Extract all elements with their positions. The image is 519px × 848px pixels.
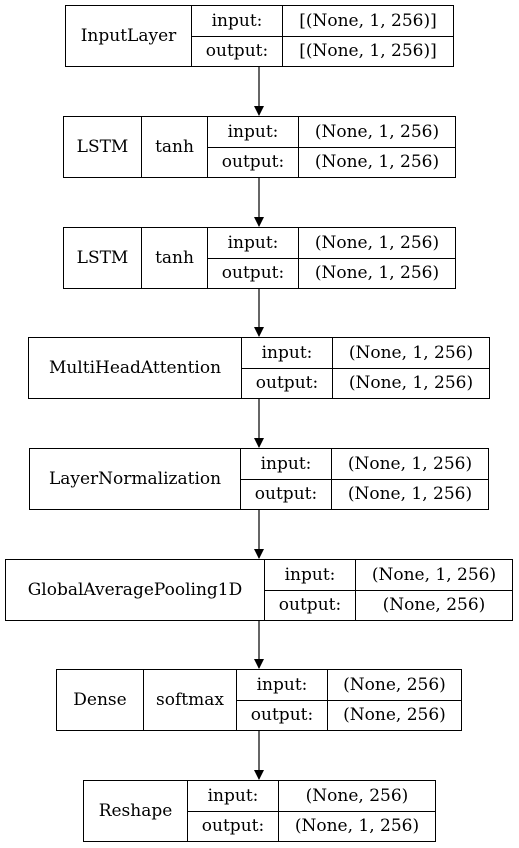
io-values: (None, 1, 256) (None, 1, 256) (299, 117, 455, 177)
output-label: output: (255, 373, 319, 394)
io-values: (None, 1, 256) (None, 1, 256) (299, 228, 455, 288)
io-labels: input: output: (265, 560, 356, 620)
input-shape: [(None, 1, 256)] (283, 6, 453, 37)
input-shape: (None, 256) (279, 781, 435, 812)
output-shape: (None, 1, 256) (347, 484, 473, 505)
io-values: (None, 256) (None, 1, 256) (279, 781, 435, 841)
layer-name: LayerNormalization (30, 449, 241, 509)
io-values: (None, 1, 256) (None, 256) (356, 560, 512, 620)
output-shape: (None, 1, 256) (348, 373, 474, 394)
input-label: input: (208, 228, 298, 259)
io-labels: input: output: (192, 6, 283, 66)
output-label: output: (250, 705, 314, 726)
output-shape: (None, 1, 256) (294, 816, 420, 837)
output-label: output: (221, 263, 285, 284)
layer-name: Dense (57, 670, 144, 730)
layer-name: GlobalAveragePooling1D (6, 560, 265, 620)
output-label: output: (201, 816, 265, 837)
input-shape: (None, 1, 256) (299, 117, 455, 148)
input-shape: (None, 1, 256) (299, 228, 455, 259)
input-shape: (None, 1, 256) (356, 560, 512, 591)
io-values: (None, 1, 256) (None, 1, 256) (332, 449, 488, 509)
output-shape: (None, 1, 256) (314, 263, 440, 284)
output-label: output: (278, 595, 342, 616)
io-labels: input: output: (188, 781, 279, 841)
input-shape: (None, 1, 256) (332, 449, 488, 480)
layer-name: LSTM (64, 117, 142, 177)
input-label: input: (265, 560, 355, 591)
output-shape: (None, 256) (343, 705, 446, 726)
input-label: input: (242, 338, 332, 369)
layer-name: MultiHeadAttention (29, 338, 242, 398)
input-shape: (None, 256) (328, 670, 461, 701)
output-shape: [(None, 1, 256)] (299, 41, 437, 62)
io-labels: input: output: (208, 228, 299, 288)
layer-name: InputLayer (66, 6, 192, 66)
io-labels: input: output: (242, 338, 333, 398)
layer-name: LSTM (64, 228, 142, 288)
io-labels: input: output: (237, 670, 328, 730)
input-label: input: (208, 117, 298, 148)
io-labels: input: output: (208, 117, 299, 177)
output-shape: (None, 256) (382, 595, 486, 616)
layer-activation: tanh (142, 117, 208, 177)
io-values: [(None, 1, 256)] [(None, 1, 256)] (283, 6, 453, 66)
io-values: (None, 256) (None, 256) (328, 670, 461, 730)
input-shape: (None, 1, 256) (333, 338, 489, 369)
io-values: (None, 1, 256) (None, 1, 256) (333, 338, 489, 398)
input-label: input: (188, 781, 278, 812)
output-shape: (None, 1, 256) (314, 152, 440, 173)
io-labels: input: output: (241, 449, 332, 509)
input-label: input: (241, 449, 331, 480)
input-label: input: (237, 670, 327, 701)
layer-activation: softmax (144, 670, 237, 730)
output-label: output: (254, 484, 318, 505)
output-label: output: (221, 152, 285, 173)
layer-name: Reshape (84, 781, 188, 841)
output-label: output: (205, 41, 269, 62)
layer-activation: tanh (142, 228, 208, 288)
input-label: input: (192, 6, 282, 37)
